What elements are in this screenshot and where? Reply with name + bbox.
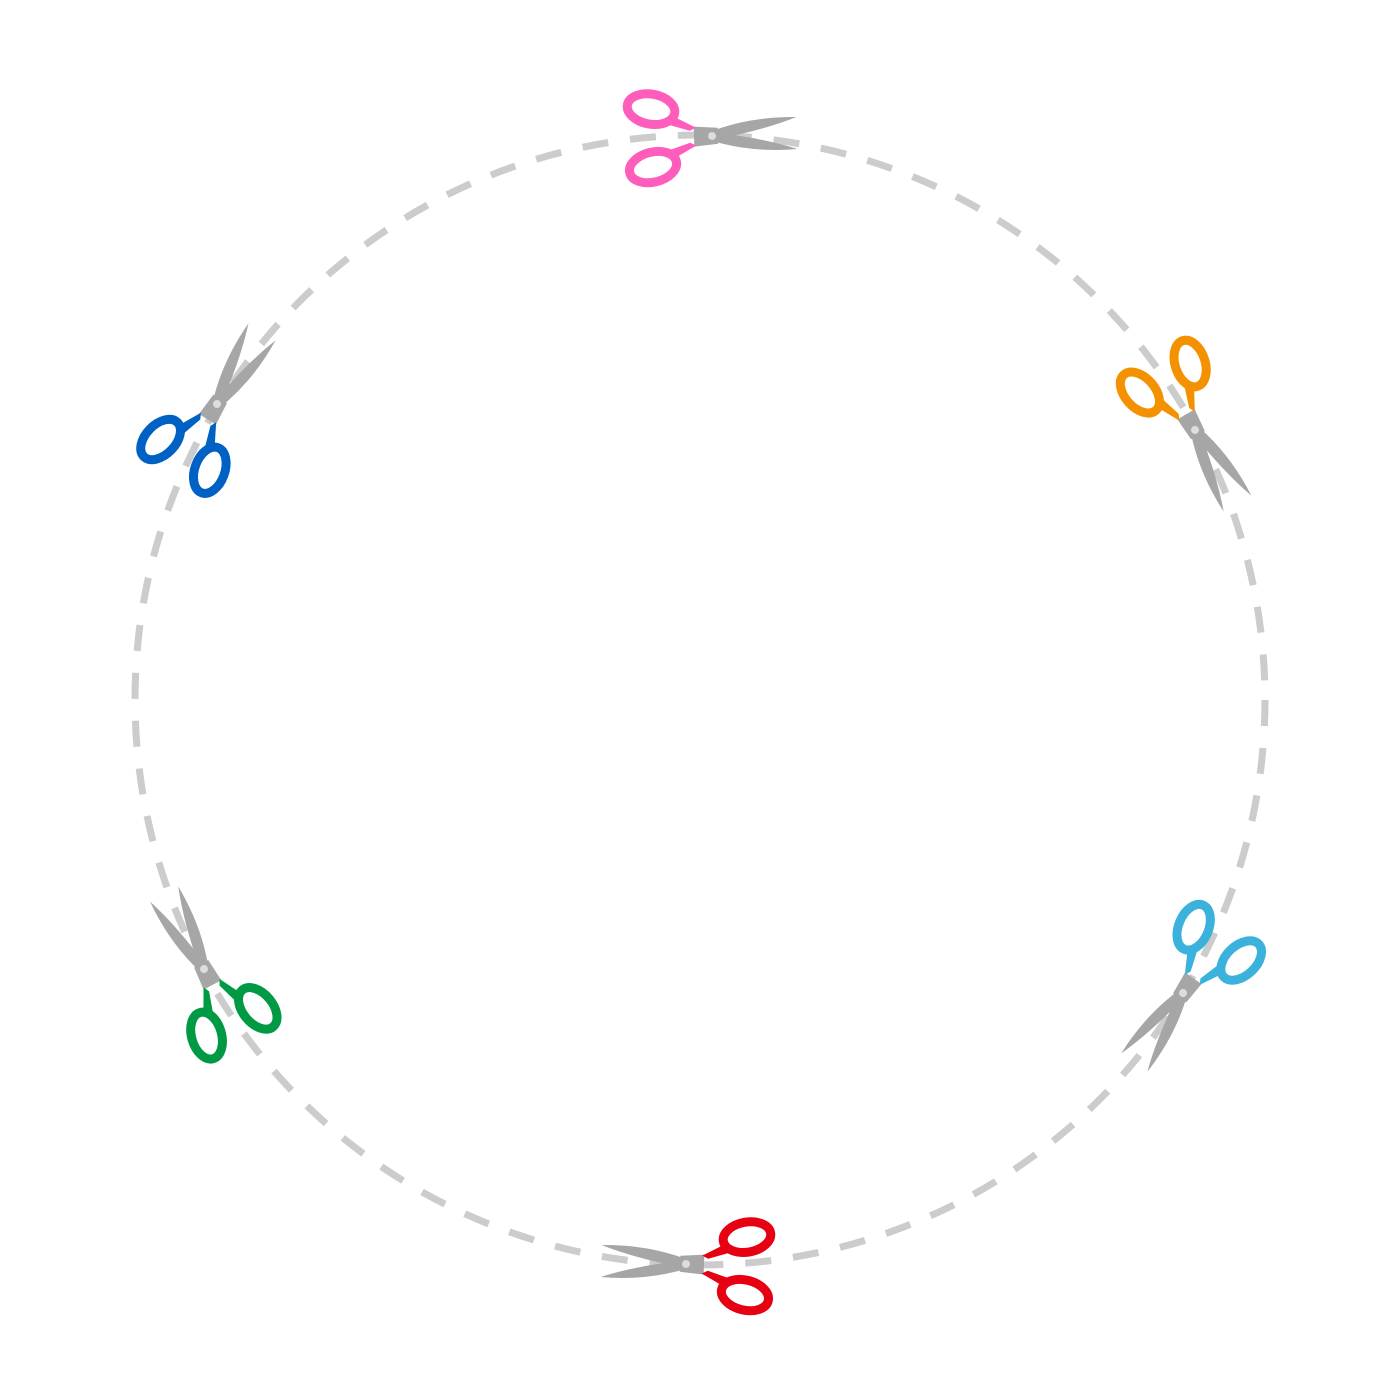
scissors-orange-icon — [1115, 335, 1252, 512]
scissors-layer — [136, 89, 1266, 1316]
scissors-red-icon — [600, 1217, 776, 1316]
scissors-cyan-icon — [1121, 899, 1266, 1072]
scissors-green-icon — [149, 886, 282, 1064]
dashed-ring — [131, 131, 1269, 1269]
scissors-pink-icon — [622, 89, 798, 188]
scissors-blue-icon — [136, 323, 276, 498]
